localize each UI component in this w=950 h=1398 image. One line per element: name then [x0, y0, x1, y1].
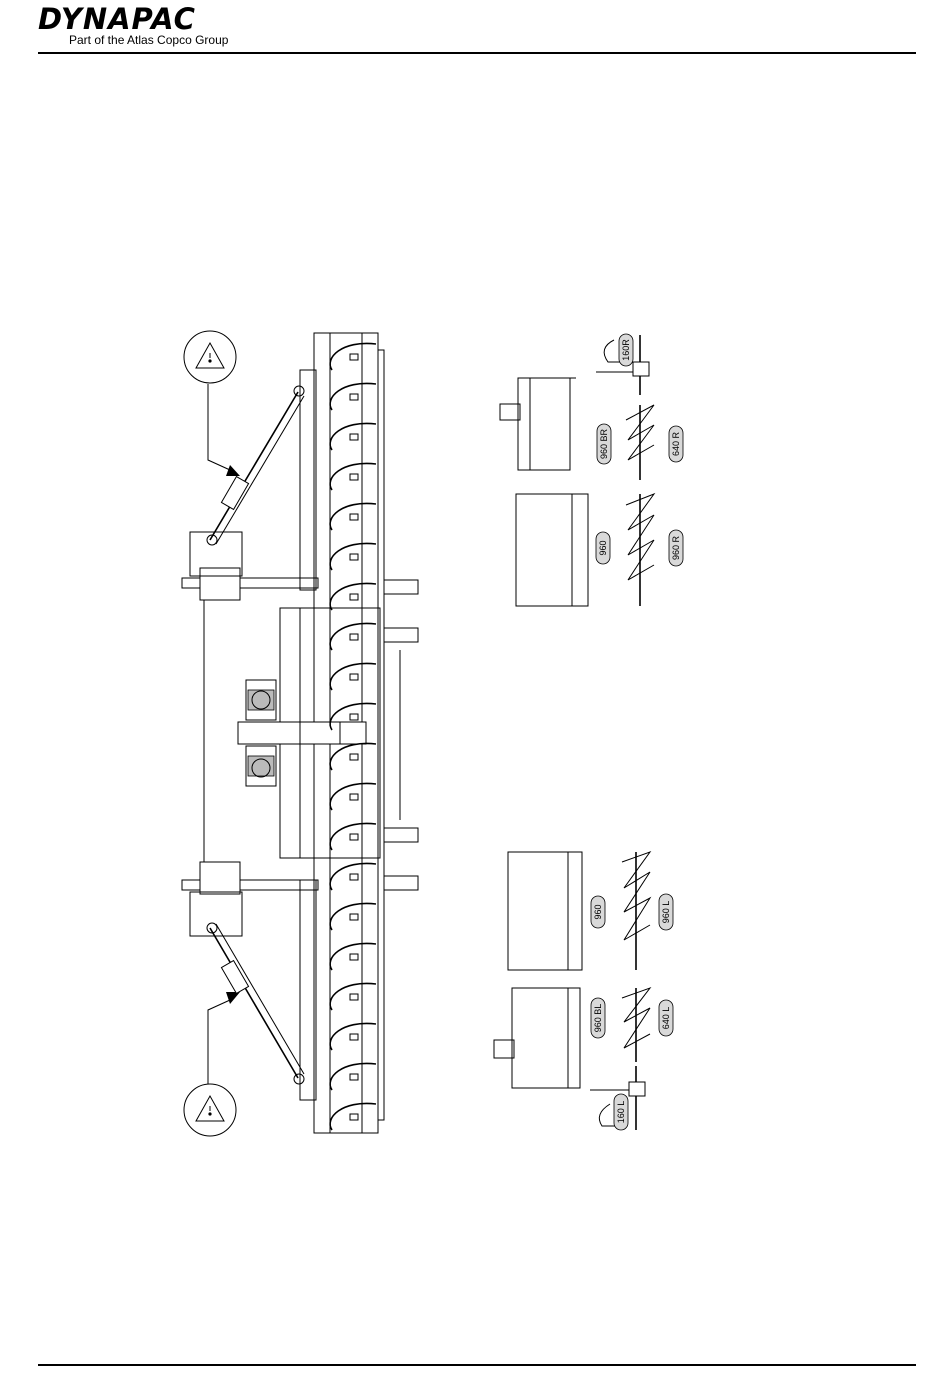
flight-bolt — [350, 834, 358, 840]
label-640r: 640 R — [671, 431, 681, 456]
flight-bolt — [350, 954, 358, 960]
flight-bolt — [350, 674, 358, 680]
label-960r: 960 R — [671, 535, 681, 560]
part-box-960bl — [494, 988, 580, 1088]
flight-bolt — [350, 474, 358, 480]
flight-bolt — [350, 794, 358, 800]
flight-bolt — [350, 874, 358, 880]
footer-rule — [38, 1364, 916, 1366]
flight-bolt — [350, 394, 358, 400]
flight-bolt — [350, 554, 358, 560]
flight-bolt — [350, 1114, 358, 1120]
flight-bolt — [350, 1074, 358, 1080]
leader-arrow-top — [208, 384, 240, 476]
label-640l: 640 L — [661, 1007, 671, 1030]
flight-bolt — [350, 754, 358, 760]
flight-bolt — [350, 434, 358, 440]
flight-bolt — [350, 994, 358, 1000]
flight-bolt — [350, 1034, 358, 1040]
label-160l: 160 L — [616, 1101, 626, 1124]
part-box-960-left — [508, 852, 582, 970]
auger-assembly — [182, 333, 418, 1133]
label-960br: 960 BR — [599, 428, 609, 459]
flight-bolt — [350, 634, 358, 640]
warning-symbol-bottom — [184, 1084, 236, 1136]
label-960l: 960 L — [661, 901, 671, 924]
auger-part-960r — [626, 494, 654, 606]
flight-bolt — [350, 914, 358, 920]
part-box-960br — [500, 378, 576, 470]
warning-symbol-top — [184, 331, 236, 383]
auger-part-640r — [626, 405, 654, 480]
part-box-960-right — [516, 494, 588, 606]
flight-bolt — [350, 354, 358, 360]
leader-arrow-bottom — [208, 992, 240, 1084]
turnbuckle-top — [207, 386, 304, 545]
label-960-right: 960 — [598, 540, 608, 555]
flight-bolt — [350, 514, 358, 520]
flight-bolt — [350, 594, 358, 600]
label-960bl: 960 BL — [593, 1004, 603, 1033]
auger-part-960l — [622, 852, 650, 970]
flight-bolt — [350, 714, 358, 720]
label-960-left: 960 — [593, 904, 603, 919]
label-160r: 160R — [621, 339, 631, 361]
auger-part-640l — [622, 988, 650, 1062]
